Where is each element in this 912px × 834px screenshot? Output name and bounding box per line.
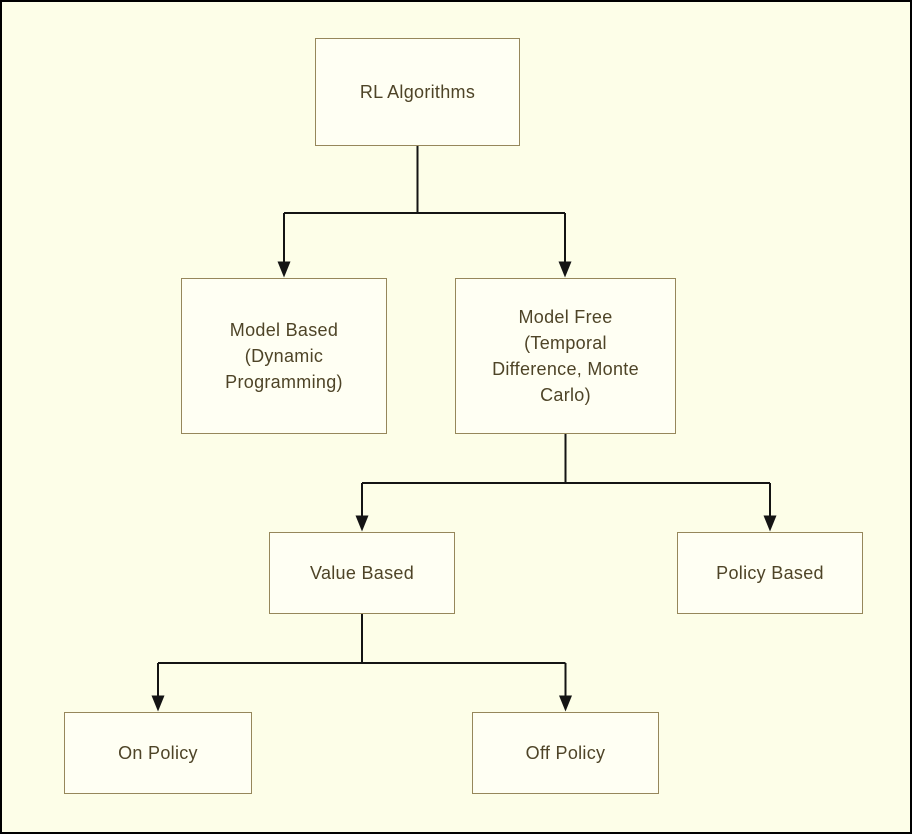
node-on-policy: On Policy <box>64 712 252 794</box>
arrowhead-icon <box>355 515 369 532</box>
node-model-based: Model Based (Dynamic Programming) <box>181 278 387 434</box>
node-value-based: Value Based <box>269 532 455 614</box>
arrowhead-icon <box>763 515 777 532</box>
node-policy-based: Policy Based <box>677 532 863 614</box>
arrowhead-icon <box>151 695 165 712</box>
node-model-free: Model Free (Temporal Difference, Monte C… <box>455 278 676 434</box>
arrowhead-icon <box>559 695 572 712</box>
node-off-policy: Off Policy <box>472 712 659 794</box>
edge-valuebased-children <box>157 614 567 696</box>
edge-root-children <box>283 146 566 262</box>
arrowhead-icon <box>277 261 291 278</box>
arrowhead-icon <box>558 261 572 278</box>
edge-modelfree-children <box>361 434 771 516</box>
node-rl-algorithms: RL Algorithms <box>315 38 520 146</box>
